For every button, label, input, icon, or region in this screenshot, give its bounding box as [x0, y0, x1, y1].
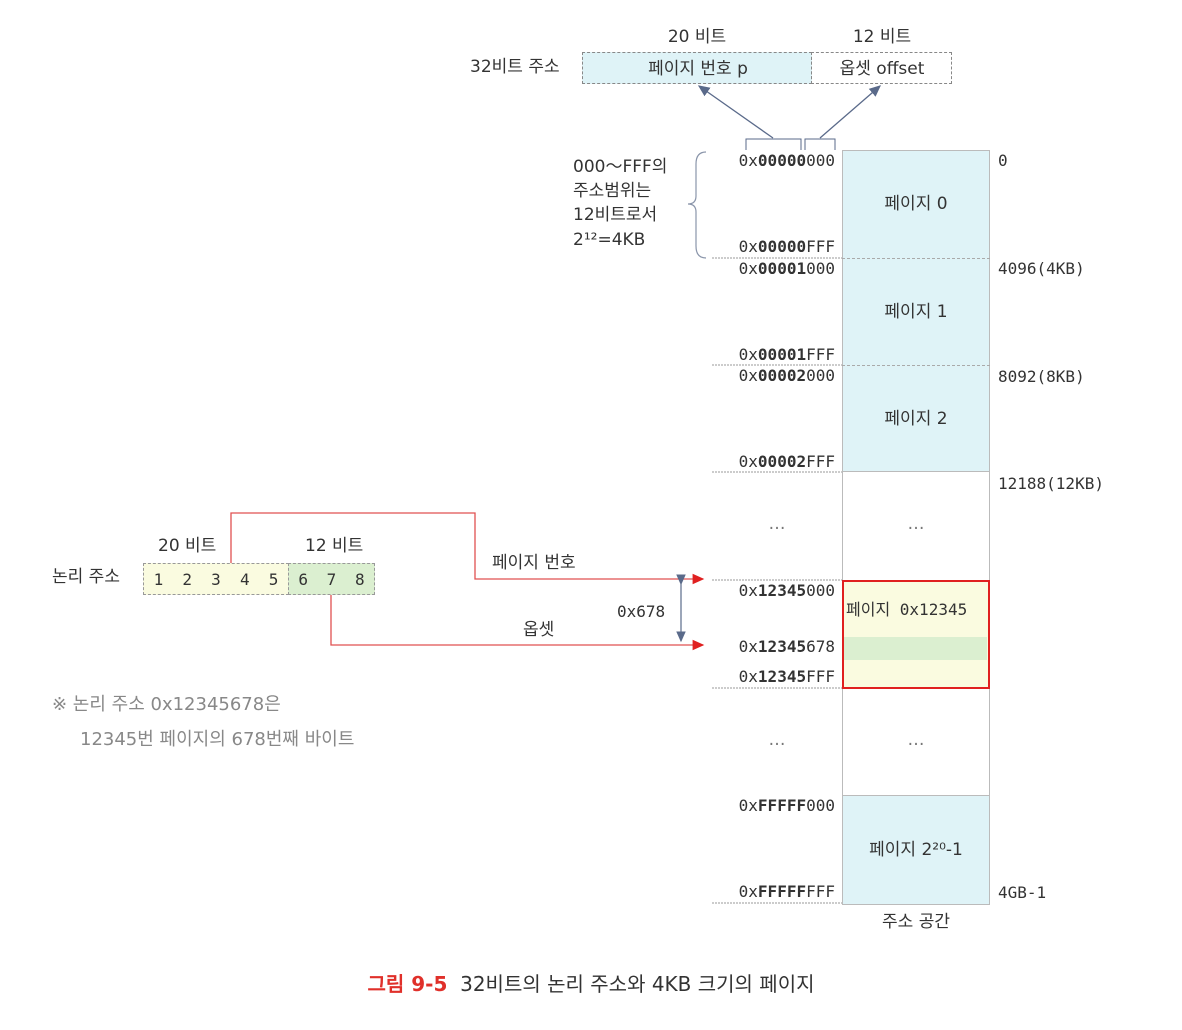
offset-arrow-label: 옵셋: [523, 620, 555, 640]
offset-label: 0: [998, 151, 1008, 170]
page-number-arrow: [697, 85, 774, 139]
offset-red-arrow: [330, 595, 705, 651]
last-page: 페이지 2²⁰-1: [842, 795, 990, 905]
pages-0-2: [842, 150, 990, 472]
caption-text: 32비트의 논리 주소와 4KB 크기의 페이지: [460, 972, 815, 996]
offset-field: 옵셋 offset: [811, 52, 952, 84]
address-label: 0x12345FFF: [738, 667, 835, 686]
address-label: 0x00001FFF: [738, 345, 835, 364]
offset-label: 4GB-1: [998, 883, 1047, 902]
page-1-label: 페이지 1: [884, 302, 948, 322]
target-page-label: 페이지 0x12345: [846, 600, 968, 619]
offset-arrow: [819, 85, 881, 139]
address-label: 0xFFFFF000: [738, 796, 835, 815]
separator-lines: [712, 257, 842, 904]
address-label: 0x00002000: [738, 366, 835, 385]
page-number-field-text: 페이지 번호 p: [648, 59, 748, 79]
brace-note-line: 주소범위는: [573, 181, 652, 201]
offset-value: 0x678: [617, 602, 666, 621]
note-line: ※ 논리 주소 0x12345678은: [52, 694, 281, 715]
address-space-column: [842, 150, 990, 905]
ellipsis: …: [768, 514, 786, 534]
ellipsis: …: [907, 730, 925, 750]
page-bits-label: 20 비트: [667, 27, 727, 47]
offset-label: 8092(8KB): [998, 367, 1085, 386]
page-2-label: 페이지 2: [884, 409, 948, 429]
ellipsis: …: [907, 514, 925, 534]
top-address-label: 32비트 주소: [470, 57, 560, 77]
target-byte-highlight: [844, 637, 987, 660]
address-space-title: 주소 공간: [882, 912, 950, 932]
address-label: 0x00000FFF: [738, 237, 835, 256]
ellipsis: …: [768, 730, 786, 750]
brace-note-line: 12비트로서: [573, 205, 658, 225]
note-line: 12345번 페이지의 678번째 바이트: [80, 729, 355, 750]
logical-address-label: 논리 주소: [52, 567, 120, 587]
address-label: 0x12345678: [738, 637, 835, 656]
offset-label: 12188(12KB): [998, 474, 1104, 493]
offset-field-text: 옵셋 offset: [839, 59, 925, 79]
offset-label: 4096(4KB): [998, 259, 1085, 278]
target-page: 페이지 0x12345: [842, 580, 990, 689]
page-0-label: 페이지 0: [884, 194, 948, 214]
offset-bits-label: 12 비트: [852, 27, 912, 47]
brace-note-line: 2¹²=4KB: [573, 230, 646, 250]
address-label: 0x00002FFF: [738, 452, 835, 471]
page-number-field: 페이지 번호 p: [582, 52, 812, 84]
page-number-arrow-label: 페이지 번호: [492, 553, 576, 573]
address-label: 0x00000000: [738, 151, 835, 170]
last-page-label: 페이지 2²⁰-1: [869, 840, 963, 860]
figure-caption: 그림 9-5 32비트의 논리 주소와 4KB 크기의 페이지: [0, 972, 1182, 996]
brace: [687, 151, 707, 259]
address-label: 0x00001000: [738, 259, 835, 278]
caption-number: 그림 9-5: [367, 972, 448, 996]
logical-page-bits: 20 비트: [158, 536, 217, 556]
address-label: 0x12345000: [738, 581, 835, 600]
address-label: 0xFFFFFFFF: [738, 882, 835, 901]
page-number-red-arrow: [230, 512, 705, 585]
brace-note-line: 000～FFF의: [573, 157, 668, 177]
logical-offset-bits: 12 비트: [305, 536, 364, 556]
bit-brackets: [745, 138, 836, 150]
